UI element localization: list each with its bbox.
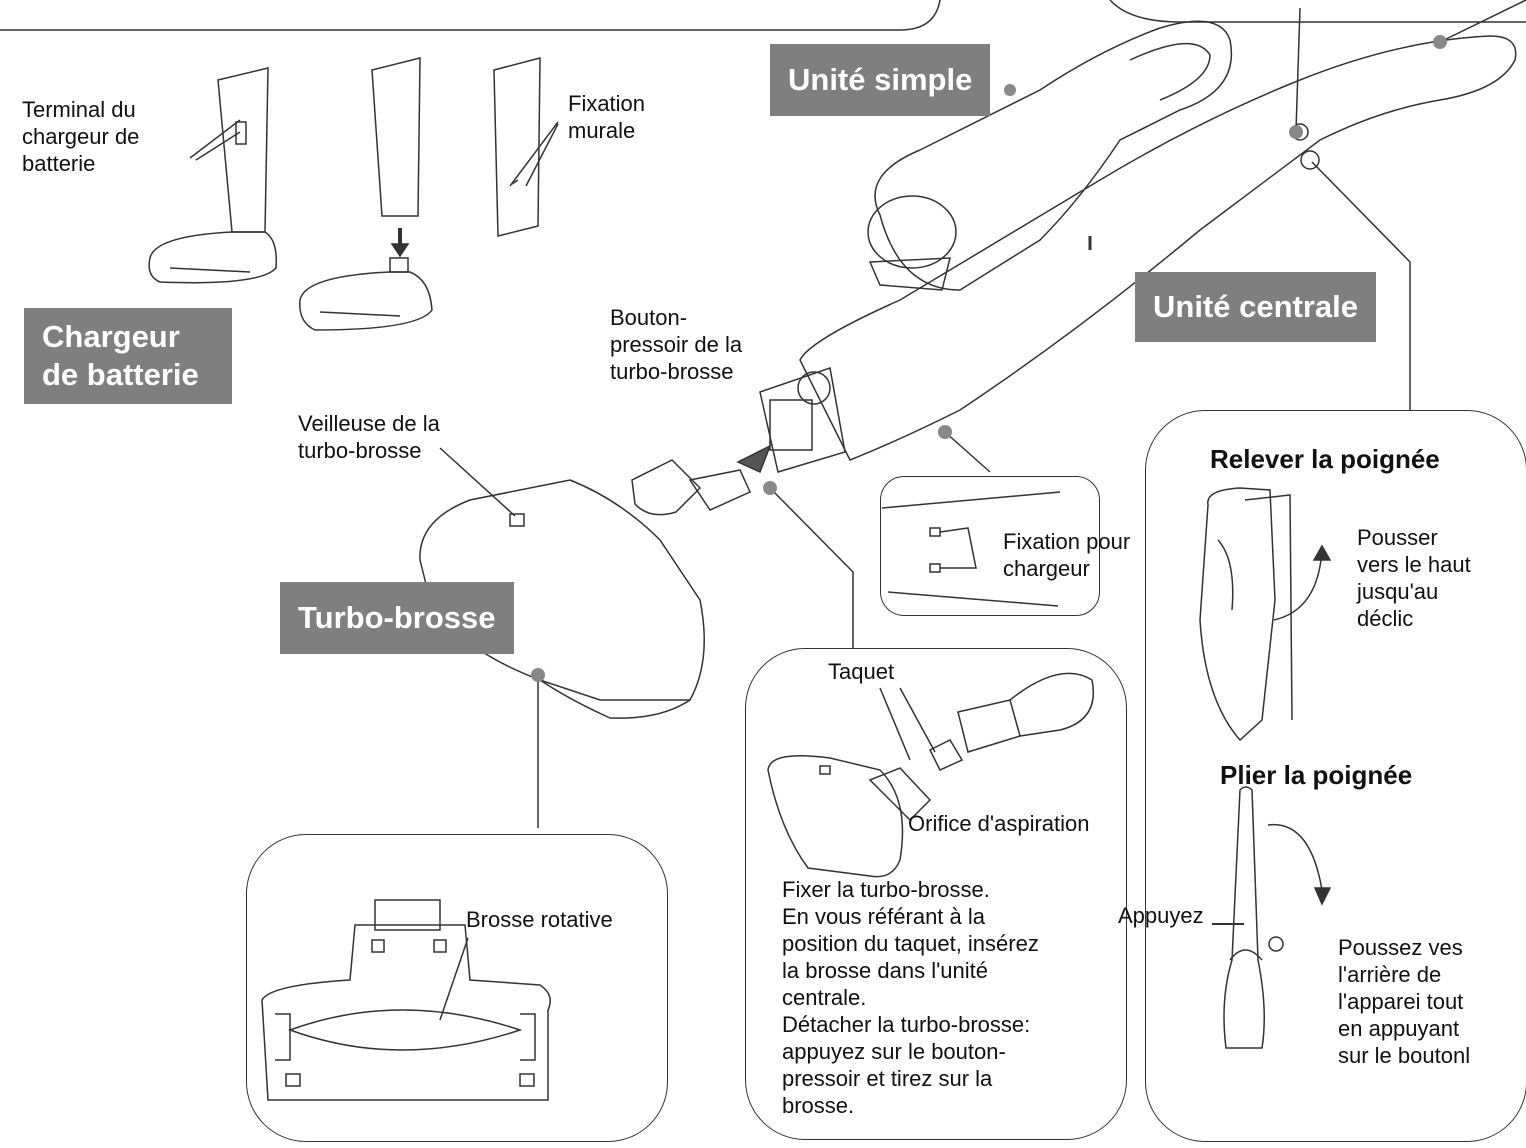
fixation-murale-label: Fixation murale	[568, 91, 646, 143]
wall-mount-pointer	[509, 121, 559, 187]
brosse-rotative-label: Brosse rotative	[466, 907, 613, 932]
top-left-frame-edge	[0, 0, 941, 31]
plier-title: Plier la poignée	[1220, 760, 1413, 790]
charger-fix-pointer	[944, 431, 991, 473]
fixation-chargeur-label: Fixation pour chargeur	[1003, 529, 1131, 581]
rotating-brush-panel	[246, 834, 668, 1142]
handle-pointer	[1295, 7, 1301, 131]
turbo-brosse-badge: Turbo-brosse	[280, 582, 514, 654]
wall-mount-drawing	[493, 57, 541, 237]
handle-instructions-panel	[1145, 410, 1526, 1142]
veilleuse-pointer	[439, 447, 516, 517]
handle-fold-drawing	[1212, 786, 1332, 1049]
handle-raise-drawing	[1199, 487, 1332, 742]
plier-text: Poussez ves l'arrière de l'apparei tout …	[1338, 935, 1471, 1068]
charger-stand-2-drawing	[299, 57, 433, 331]
terminal-pointer	[189, 119, 241, 161]
top-right-frame-edge	[1109, 0, 1526, 23]
charger-fix-lines	[881, 491, 1061, 607]
taquet-label: Taquet	[828, 659, 895, 684]
relever-title: Relever la poignée	[1210, 444, 1440, 474]
turbo-brush-attach-panel	[745, 648, 1127, 1140]
pointer-dots	[531, 35, 1447, 682]
charger-fixation-box	[880, 476, 1100, 616]
button-pointer	[1311, 161, 1411, 410]
rotating-brush-panel-drawing	[261, 899, 551, 1101]
handheld-unit-drawing	[867, 20, 1233, 291]
veilleuse-label: Veilleuse de la turbo-brosse	[298, 411, 440, 463]
turbo-brush-drawing	[419, 444, 772, 719]
orifice-label: Orifice d'aspiration	[908, 811, 1090, 836]
top-right-pointer	[1439, 0, 1526, 43]
charger-stand-1-drawing	[148, 67, 278, 284]
terminal-label: Terminal du chargeur de batterie	[22, 97, 140, 176]
instructions-text: Fixer la turbo-brosse. En vous référant …	[782, 877, 1039, 1118]
attach-pointer	[769, 487, 854, 648]
taquet-drawing	[767, 672, 1094, 878]
unite-centrale-badge: Unité centrale	[1135, 272, 1377, 342]
bouton-pressoir-label: Bouton- pressoir de la turbo-brosse	[610, 305, 743, 384]
unite-simple-badge: Unité simple	[770, 44, 991, 116]
chargeur-badge: Chargeur de batterie	[24, 308, 232, 404]
appuyez-label: Appuyez	[1118, 903, 1204, 928]
relever-text: Pousser vers le haut jusqu'au déclic	[1357, 525, 1471, 631]
